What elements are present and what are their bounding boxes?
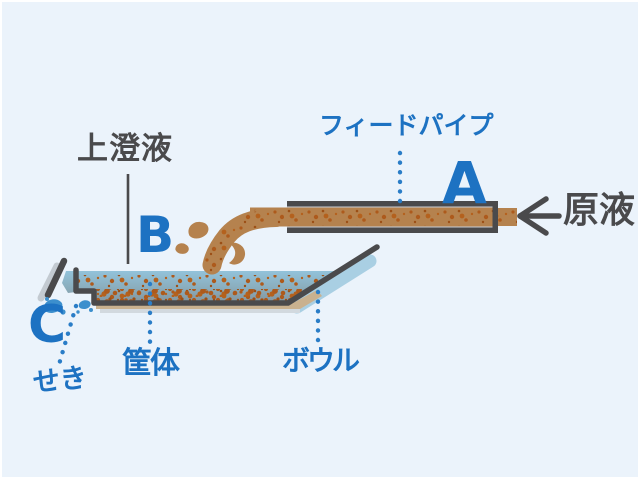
label-casing: 筐体 <box>122 346 180 381</box>
label-feed-pipe: フィードパイプ <box>319 111 494 140</box>
weir-pointer-dotted-line <box>55 303 79 371</box>
marker-c: C <box>28 295 67 355</box>
weir-step-floor-and-wall <box>73 244 380 306</box>
pointer-lines <box>55 150 403 371</box>
label-bowl: ボウル <box>282 344 360 377</box>
feed-pipe-illustration <box>250 201 517 233</box>
left-arrow-icon <box>517 196 562 236</box>
slurry-droplet-large <box>188 221 209 239</box>
pipe-casing-bottom <box>287 227 498 233</box>
bowl-ground-shadow <box>100 306 300 313</box>
weir-overflow-pocket <box>62 271 76 293</box>
slurry-stream <box>175 208 286 275</box>
label-weir: せき <box>31 362 89 399</box>
pipe-casing-cap <box>492 201 498 233</box>
stream-splash-curl <box>228 242 246 265</box>
slurry-droplet-small <box>175 243 189 254</box>
pool-liquid <box>62 271 341 303</box>
pipe-casing-top <box>287 201 498 207</box>
weir-splash-drops <box>43 297 93 315</box>
marker-b: B <box>136 206 175 264</box>
label-raw-liquid: 原液 <box>563 190 636 231</box>
label-supernatant: 上澄液 <box>77 131 173 167</box>
bowl-structure <box>44 244 380 306</box>
weir-outer-lip <box>44 257 68 299</box>
marker-a: A <box>442 149 487 217</box>
weir-lip-shadow <box>37 262 61 302</box>
